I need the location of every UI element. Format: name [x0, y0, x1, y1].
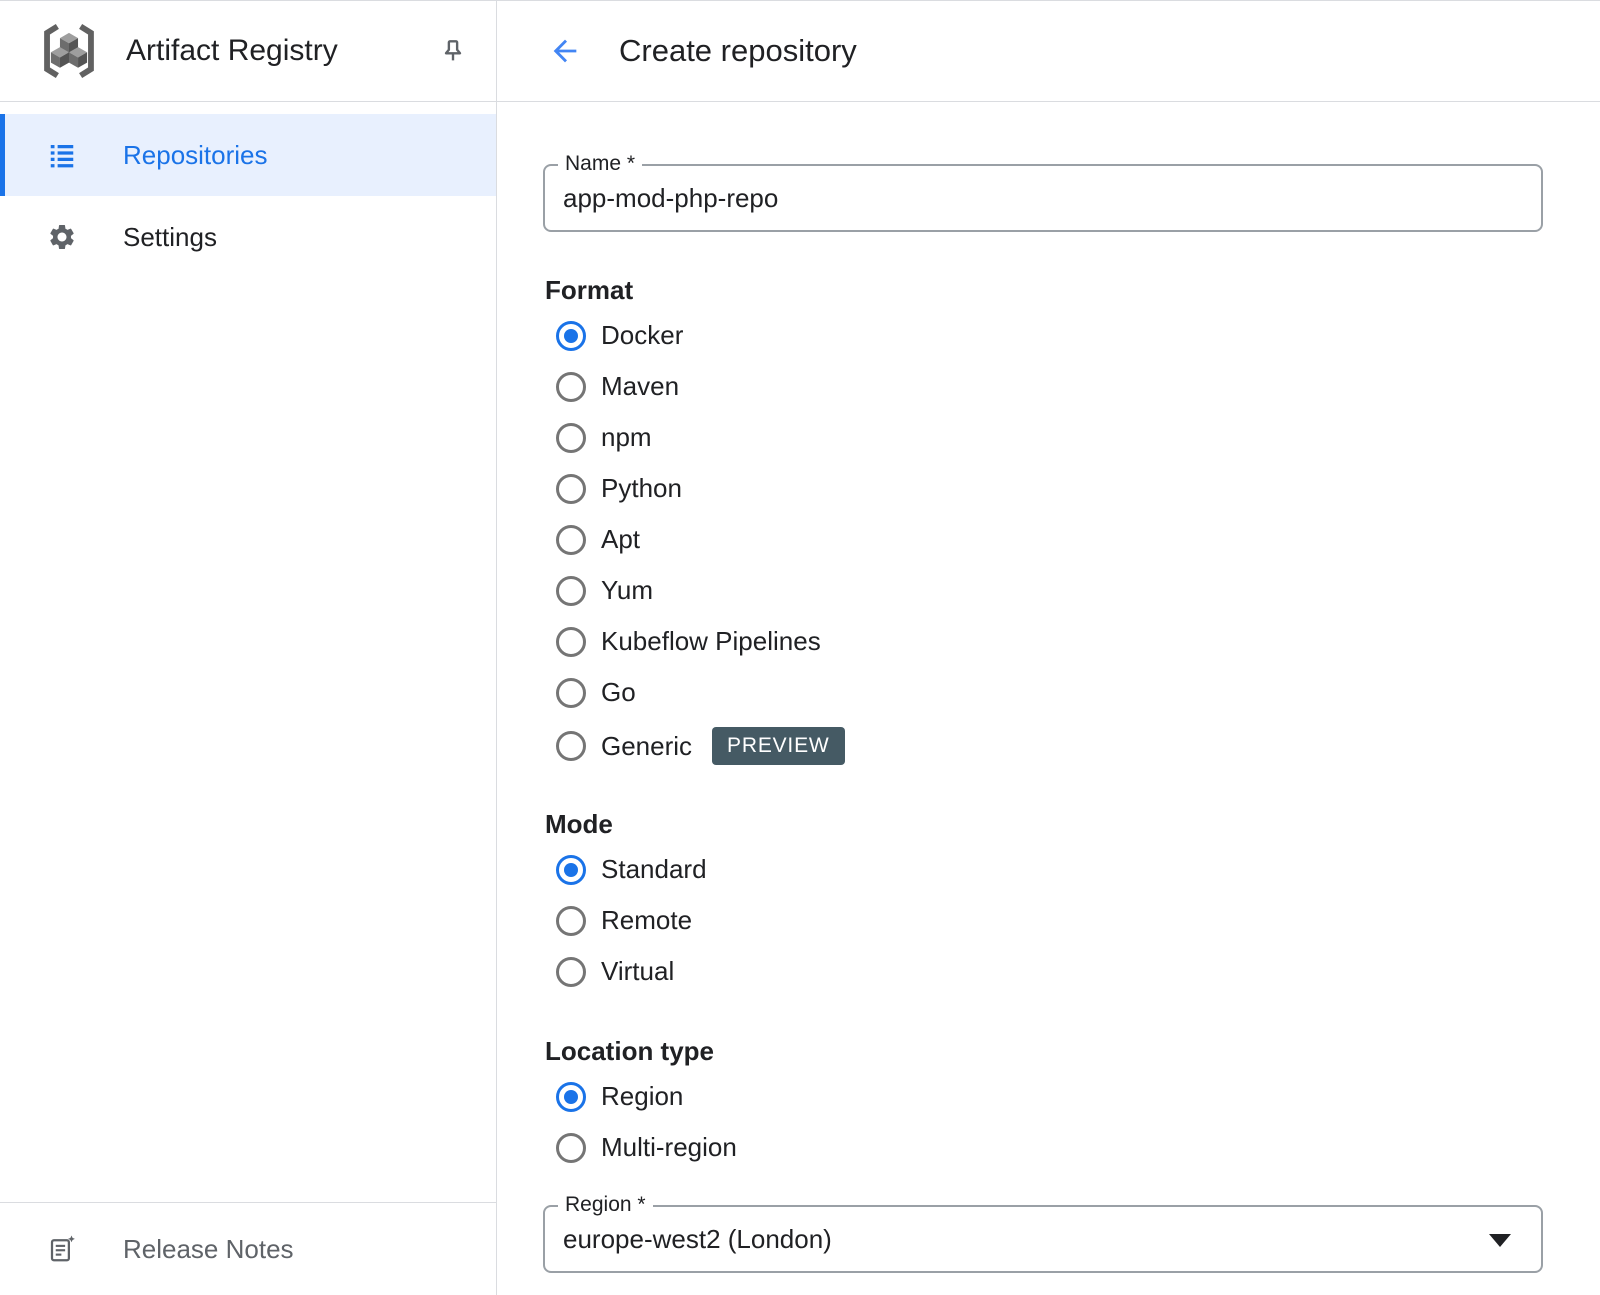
- radio-label: Kubeflow Pipelines: [601, 626, 821, 656]
- radio-icon: [556, 731, 586, 761]
- radio-icon: [556, 524, 586, 555]
- format-option-go[interactable]: Go: [543, 667, 1600, 718]
- radio-label: Apt: [601, 524, 641, 554]
- page-title: Create repository: [619, 33, 857, 68]
- sidebar-nav: Repositories Settings: [0, 102, 496, 1202]
- radio-label: Yum: [601, 575, 654, 605]
- main-panel: Create repository Name * Format Docker M…: [497, 1, 1600, 1295]
- format-option-docker[interactable]: Docker: [543, 310, 1600, 361]
- radio-label: Multi-region: [601, 1132, 737, 1162]
- sidebar: Artifact Registry Repositori: [0, 1, 497, 1295]
- create-repository-form: Name * Format Docker Maven npm: [497, 102, 1600, 1273]
- location-option-region[interactable]: Region: [543, 1071, 1600, 1122]
- radio-icon: [556, 320, 586, 351]
- format-option-python[interactable]: Python: [543, 463, 1600, 514]
- format-section-label: Format: [545, 275, 634, 305]
- format-section: Format Docker Maven npm Python: [543, 276, 1600, 774]
- radio-label: Docker: [601, 320, 684, 350]
- format-option-maven[interactable]: Maven: [543, 361, 1600, 412]
- radio-icon: [556, 371, 586, 402]
- mode-option-standard[interactable]: Standard: [543, 844, 1600, 895]
- radio-icon: [556, 677, 586, 708]
- radio-label: Python: [601, 473, 682, 503]
- sidebar-item-label: Settings: [123, 221, 217, 252]
- back-arrow-icon: [553, 39, 577, 63]
- gear-icon: [50, 225, 74, 249]
- radio-label: Virtual: [601, 956, 675, 986]
- radio-icon: [556, 905, 586, 936]
- radio-icon: [556, 422, 586, 453]
- region-field-label: Region *: [558, 1193, 653, 1217]
- radio-label: Maven: [601, 371, 680, 401]
- radio-icon: [556, 1081, 586, 1112]
- sidebar-item-label: Repositories: [123, 139, 268, 170]
- radio-icon: [556, 473, 586, 504]
- radio-label: npm: [601, 422, 652, 452]
- region-selected-value: europe-west2 (London): [563, 1223, 832, 1254]
- mode-option-remote[interactable]: Remote: [543, 895, 1600, 946]
- artifact-registry-logo-icon: [44, 23, 94, 79]
- radio-icon: [556, 854, 586, 885]
- sidebar-header: Artifact Registry: [0, 1, 496, 102]
- format-option-kubeflow-pipelines[interactable]: Kubeflow Pipelines: [543, 616, 1600, 667]
- mode-section: Mode Standard Remote Virtual: [543, 810, 1600, 997]
- format-option-generic[interactable]: Generic PREVIEW: [543, 718, 1600, 774]
- radio-label: Remote: [601, 905, 693, 935]
- radio-icon: [556, 575, 586, 606]
- radio-label: Generic: [601, 730, 693, 761]
- pin-icon: [444, 40, 462, 61]
- radio-icon: [556, 956, 586, 987]
- radio-icon: [556, 626, 586, 657]
- release-notes-link[interactable]: Release Notes: [0, 1202, 496, 1295]
- radio-label: Go: [601, 677, 636, 707]
- sidebar-item-repositories[interactable]: Repositories: [0, 114, 496, 196]
- name-input[interactable]: [545, 166, 1541, 230]
- back-button[interactable]: [547, 33, 583, 69]
- mode-option-virtual[interactable]: Virtual: [543, 946, 1600, 997]
- mode-section-label: Mode: [545, 809, 613, 839]
- format-option-npm[interactable]: npm: [543, 412, 1600, 463]
- region-select[interactable]: Region * europe-west2 (London): [543, 1193, 1543, 1273]
- radio-label: Region: [601, 1081, 684, 1111]
- location-type-section: Location type Region Multi-region: [543, 1037, 1600, 1173]
- dropdown-arrow-icon: [1489, 1234, 1511, 1247]
- app-title: Artifact Registry: [126, 34, 338, 67]
- radio-label: Standard: [601, 854, 707, 884]
- name-field-container: Name *: [543, 152, 1543, 232]
- preview-badge: PREVIEW: [712, 727, 845, 765]
- release-notes-icon: [50, 1235, 75, 1262]
- location-option-multi-region[interactable]: Multi-region: [543, 1122, 1600, 1173]
- format-option-apt[interactable]: Apt: [543, 514, 1600, 565]
- pin-button[interactable]: [436, 34, 470, 68]
- name-field-label: Name *: [558, 152, 643, 176]
- list-icon: [50, 145, 74, 168]
- sidebar-item-settings[interactable]: Settings: [0, 196, 496, 278]
- location-type-section-label: Location type: [545, 1036, 715, 1066]
- format-option-yum[interactable]: Yum: [543, 565, 1600, 616]
- page-header: Create repository: [497, 1, 1600, 102]
- release-notes-label: Release Notes: [123, 1233, 294, 1264]
- radio-icon: [556, 1132, 586, 1163]
